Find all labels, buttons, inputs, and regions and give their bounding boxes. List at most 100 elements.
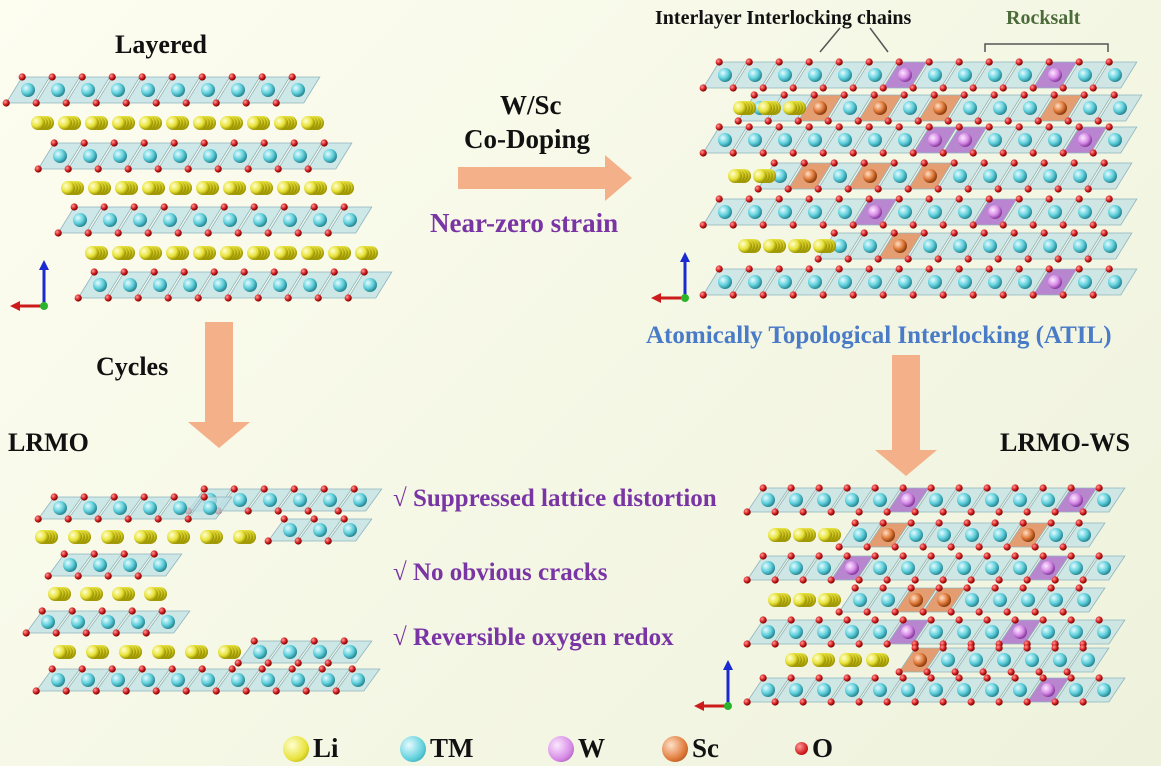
- tm-atom: [1108, 205, 1122, 219]
- li-atom: [35, 530, 49, 544]
- li-atom: [166, 116, 180, 130]
- o-atom: [80, 493, 88, 501]
- o-atom: [104, 572, 112, 580]
- tm-atom: [928, 133, 942, 147]
- tm-atom: [183, 278, 197, 292]
- tm-atom: [957, 493, 971, 507]
- o-atom: [1095, 674, 1103, 682]
- o-atom: [799, 576, 807, 584]
- o-atom: [318, 665, 326, 673]
- tm-atom: [957, 561, 971, 575]
- o-atom: [78, 73, 86, 81]
- tm-atom: [1041, 625, 1055, 639]
- legend-label: Sc: [692, 733, 719, 763]
- o-atom: [1059, 543, 1067, 551]
- tm-atom: [53, 149, 67, 163]
- tm-atom: [81, 673, 95, 687]
- o-atom: [985, 123, 993, 131]
- o-atom: [108, 73, 116, 81]
- o-atom: [1039, 616, 1047, 624]
- o-atom: [925, 195, 933, 203]
- tm-atom: [958, 68, 972, 82]
- o-atom: [983, 674, 991, 682]
- o-atom: [827, 640, 835, 648]
- o-atom: [330, 268, 338, 276]
- o-atom: [874, 255, 882, 263]
- o-atom: [92, 687, 100, 695]
- o-atom: [190, 203, 198, 211]
- li-atom: [166, 246, 180, 260]
- li-atom: [812, 653, 826, 667]
- tm-atom: [813, 101, 827, 115]
- o-atom: [789, 291, 797, 299]
- tm-atom: [761, 493, 775, 507]
- o-atom: [1105, 123, 1113, 131]
- o-atom: [38, 607, 46, 615]
- o-atom: [250, 637, 258, 645]
- o-atom: [1034, 117, 1042, 125]
- o-atom: [1010, 229, 1018, 237]
- tm-atom: [343, 523, 357, 537]
- o-atom: [230, 485, 238, 493]
- o-atom: [810, 91, 818, 99]
- tm-atom: [853, 593, 867, 607]
- o-atom: [787, 552, 795, 560]
- li-atom: [144, 587, 158, 601]
- tm-atom: [988, 275, 1002, 289]
- z-axis-head: [680, 252, 690, 262]
- o-atom: [775, 123, 783, 131]
- o-atom: [969, 84, 977, 92]
- o-atom: [871, 674, 879, 682]
- tm-atom: [958, 275, 972, 289]
- o-atom: [1089, 149, 1097, 157]
- o-atom: [340, 515, 348, 523]
- tm-atom: [748, 133, 762, 147]
- o-atom: [874, 185, 882, 193]
- li-atom: [119, 645, 133, 659]
- tm-atom: [909, 593, 923, 607]
- tm-atom: [123, 558, 137, 572]
- o-atom: [1100, 159, 1108, 167]
- o-atom: [715, 265, 723, 273]
- o-atom: [1011, 484, 1019, 492]
- tm-atom: [988, 68, 1002, 82]
- o-atom: [274, 165, 282, 173]
- o-atom: [212, 99, 220, 107]
- o-atom: [923, 668, 931, 676]
- o-atom: [939, 149, 947, 157]
- tm-atom: [833, 169, 847, 183]
- o-atom: [1010, 159, 1018, 167]
- interlock-pointer: [869, 27, 889, 53]
- o-atom: [934, 255, 942, 263]
- tm-atom: [843, 101, 857, 115]
- tm-atom: [761, 561, 775, 575]
- tm-atom: [929, 493, 943, 507]
- o-atom: [995, 698, 1003, 706]
- o-atom: [1075, 195, 1083, 203]
- tm-atom: [153, 558, 167, 572]
- tm-atom: [213, 278, 227, 292]
- tm-atom: [1043, 169, 1057, 183]
- li-atom: [31, 116, 45, 130]
- tm-atom: [41, 615, 55, 629]
- o-atom: [754, 185, 762, 193]
- tm-atom: [1049, 593, 1063, 607]
- o-atom: [964, 255, 972, 263]
- o-atom: [198, 73, 206, 81]
- o-atom: [729, 291, 737, 299]
- tm-atom: [351, 673, 365, 687]
- o-atom: [865, 58, 873, 66]
- tm-atom: [1073, 169, 1087, 183]
- tm-atom: [143, 149, 157, 163]
- o-atom: [290, 485, 298, 493]
- o-atom: [1050, 91, 1058, 99]
- tm-atom: [1078, 205, 1092, 219]
- o-atom: [794, 117, 802, 125]
- li-atom: [86, 645, 100, 659]
- li-atom: [277, 181, 291, 195]
- o-atom: [787, 484, 795, 492]
- tm-atom: [808, 133, 822, 147]
- atil-structure: [699, 58, 1143, 299]
- benefit-item: √ No obvious cracks: [393, 559, 608, 586]
- o-atom: [240, 268, 248, 276]
